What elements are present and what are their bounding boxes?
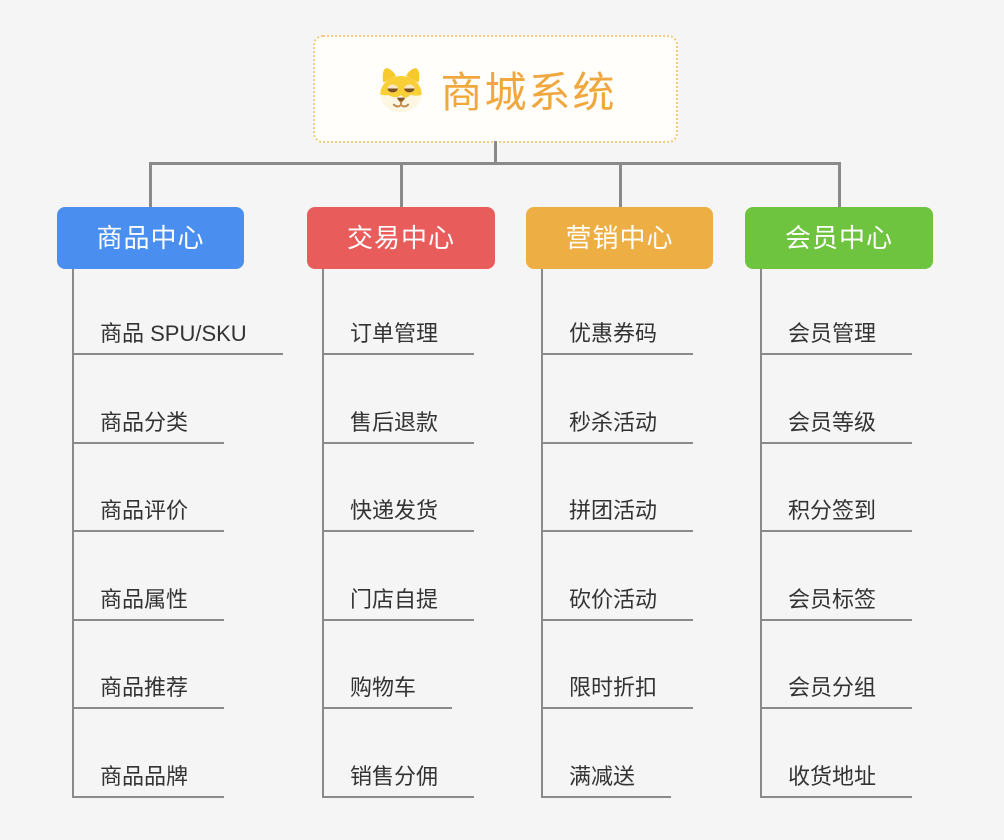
node-item[interactable]: 商品品牌 (72, 759, 225, 798)
node-item[interactable]: 会员管理 (760, 316, 913, 355)
node-item[interactable]: 会员等级 (760, 405, 913, 444)
node-item[interactable]: 会员标签 (760, 582, 913, 621)
node-item[interactable]: 售后退款 (322, 405, 475, 444)
node-item[interactable]: 收货地址 (760, 759, 913, 798)
connector-drop-trade (400, 162, 403, 208)
node-item[interactable]: 砍价活动 (541, 582, 694, 621)
branch-header-product-center[interactable]: 商品中心 (57, 207, 244, 269)
node-item[interactable]: 快递发货 (322, 493, 475, 532)
node-item[interactable]: 商品 SPU/SKU (72, 316, 283, 355)
branch-header-trade-center[interactable]: 交易中心 (307, 207, 495, 269)
node-item[interactable]: 秒杀活动 (541, 405, 694, 444)
node-item[interactable]: 门店自提 (322, 582, 475, 621)
connector-root-stub (494, 141, 497, 164)
branch-header-member-center[interactable]: 会员中心 (745, 207, 933, 269)
node-item[interactable]: 销售分佣 (322, 759, 475, 798)
node-item[interactable]: 会员分组 (760, 670, 913, 709)
node-item[interactable]: 拼团活动 (541, 493, 694, 532)
connector-horizontal-line (149, 162, 841, 165)
root-node[interactable]: 商城系统 (313, 35, 678, 143)
branch-column-product: 商品 SPU/SKU 商品分类 商品评价 商品属性 商品推荐 商品品牌 (72, 269, 283, 798)
node-item[interactable]: 商品评价 (72, 493, 225, 532)
connector-drop-marketing (619, 162, 622, 208)
branch-column-member: 会员管理 会员等级 积分签到 会员标签 会员分组 收货地址 (760, 269, 913, 798)
branch-column-trade: 订单管理 售后退款 快递发货 门店自提 购物车 销售分佣 (322, 269, 475, 798)
node-item[interactable]: 订单管理 (322, 316, 475, 355)
node-item[interactable]: 满减送 (541, 759, 672, 798)
node-item[interactable]: 购物车 (322, 670, 453, 709)
node-item[interactable]: 优惠券码 (541, 316, 694, 355)
connector-drop-product (149, 162, 152, 208)
branch-header-marketing-center[interactable]: 营销中心 (526, 207, 713, 269)
node-item[interactable]: 商品属性 (72, 582, 225, 621)
connector-drop-member (838, 162, 841, 208)
node-item[interactable]: 限时折扣 (541, 670, 694, 709)
node-item[interactable]: 商品推荐 (72, 670, 225, 709)
shiba-dog-icon (374, 64, 428, 114)
node-item[interactable]: 积分签到 (760, 493, 913, 532)
root-title: 商城系统 (440, 68, 617, 116)
branch-column-marketing: 优惠券码 秒杀活动 拼团活动 砍价活动 限时折扣 满减送 (541, 269, 694, 798)
node-item[interactable]: 商品分类 (72, 405, 225, 444)
